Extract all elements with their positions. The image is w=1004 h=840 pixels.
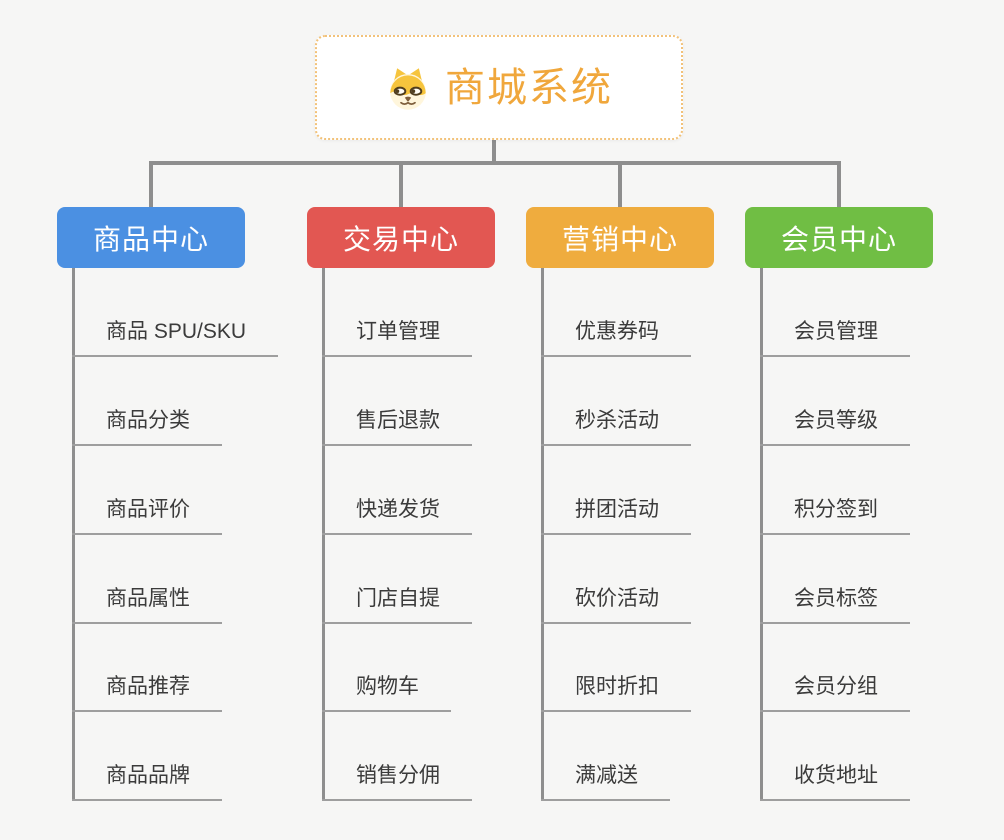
child-node[interactable]: 商品 SPU/SKU — [72, 317, 279, 357]
child-node[interactable]: 积分签到 — [760, 495, 910, 535]
connector-root-stem — [492, 140, 496, 165]
child-node[interactable]: 商品推荐 — [72, 672, 222, 712]
child-node[interactable]: 快递发货 — [322, 495, 472, 535]
child-node[interactable]: 商品品牌 — [72, 761, 222, 801]
child-node[interactable]: 会员等级 — [760, 406, 910, 446]
child-node[interactable]: 砍价活动 — [541, 584, 691, 624]
child-node[interactable]: 会员标签 — [760, 584, 910, 624]
child-node[interactable]: 订单管理 — [322, 317, 472, 357]
child-node[interactable]: 购物车 — [322, 672, 451, 712]
child-node[interactable]: 拼团活动 — [541, 495, 691, 535]
child-node[interactable]: 门店自提 — [322, 584, 472, 624]
branch-node-member[interactable]: 会员中心 — [745, 207, 933, 268]
child-node[interactable]: 收货地址 — [760, 761, 910, 801]
child-node[interactable]: 会员管理 — [760, 317, 910, 357]
root-node[interactable]: 商城系统 — [315, 35, 683, 140]
branch-member-center: 会员中心 会员管理 会员等级 积分签到 会员标签 会员分组 收货地址 — [745, 207, 933, 801]
child-node[interactable]: 限时折扣 — [541, 672, 691, 712]
connector-bus — [149, 161, 841, 165]
child-node[interactable]: 销售分佣 — [322, 761, 472, 801]
connector-drop-marketing — [618, 161, 622, 208]
child-node[interactable]: 售后退款 — [322, 406, 472, 446]
branch-trade-center: 交易中心 订单管理 售后退款 快递发货 门店自提 购物车 销售分佣 — [307, 207, 495, 801]
child-node[interactable]: 商品属性 — [72, 584, 222, 624]
branch-node-marketing[interactable]: 营销中心 — [526, 207, 714, 268]
child-node[interactable]: 秒杀活动 — [541, 406, 691, 446]
connector-drop-trade — [399, 161, 403, 208]
child-node[interactable]: 会员分组 — [760, 672, 910, 712]
child-node[interactable]: 商品评价 — [72, 495, 222, 535]
branch-node-trade[interactable]: 交易中心 — [307, 207, 495, 268]
connector-drop-goods — [149, 161, 153, 208]
branch-goods-center: 商品中心 商品 SPU/SKU 商品分类 商品评价 商品属性 商品推荐 商品品牌 — [57, 207, 279, 801]
dog-face-icon — [390, 67, 426, 110]
connector-drop-member — [837, 161, 841, 208]
child-node[interactable]: 商品分类 — [72, 406, 222, 446]
child-node[interactable]: 满减送 — [541, 761, 670, 801]
branch-node-goods[interactable]: 商品中心 — [57, 207, 245, 268]
root-label: 商城系统 — [445, 65, 613, 110]
branch-marketing-center: 营销中心 优惠券码 秒杀活动 拼团活动 砍价活动 限时折扣 满减送 — [526, 207, 714, 801]
child-node[interactable]: 优惠券码 — [541, 317, 691, 357]
